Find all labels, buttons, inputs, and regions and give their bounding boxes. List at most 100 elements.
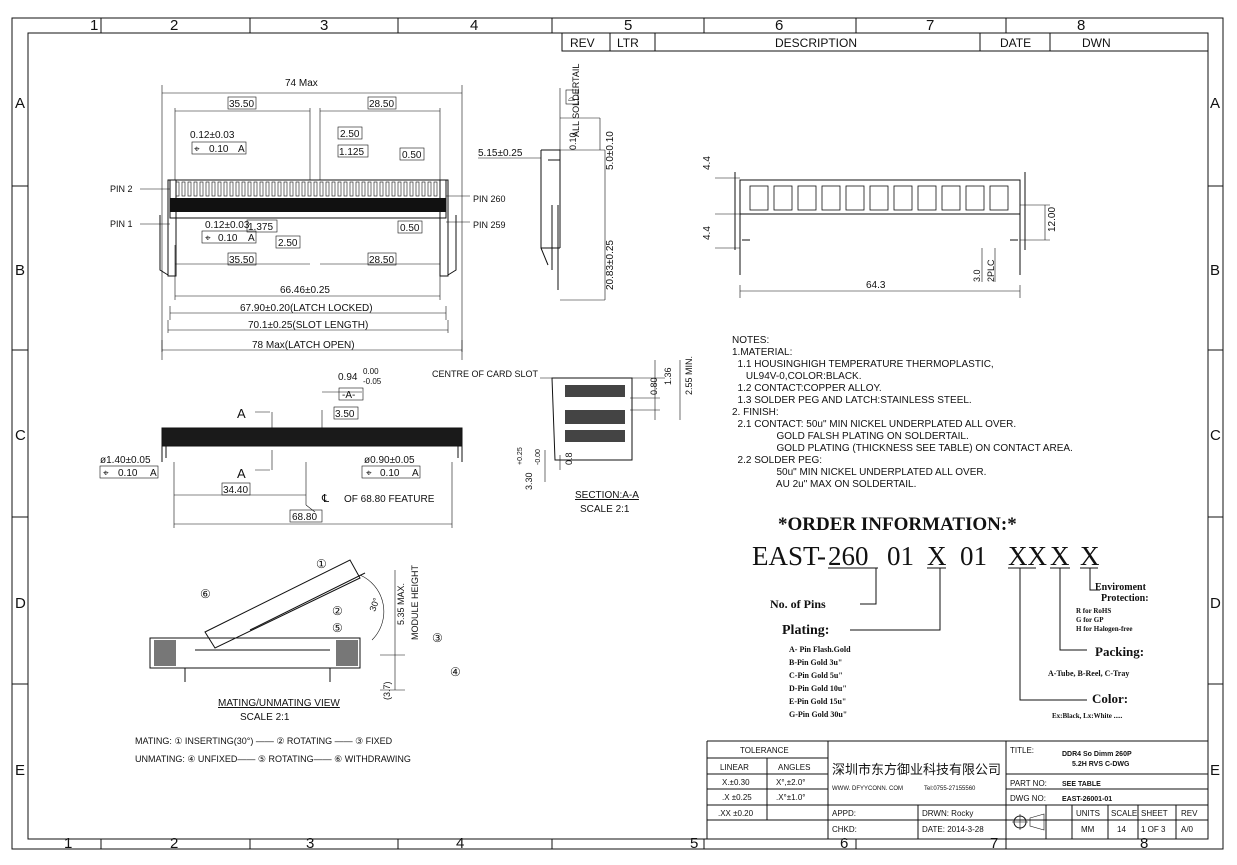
title-block: TOLERANCE LINEAR ANGLES X.±0.30 X°,±2.0°… [706,740,1208,840]
flatness-val: 0.10 [568,132,578,150]
svg-text:℄: ℄ [321,493,329,505]
notes-line: UL94V-0,COLOR:BLACK. [732,371,862,382]
housing-pocket [773,185,793,211]
zone-col-6-bottom: 6 [840,835,848,852]
pin-outline [337,181,342,197]
dim-0-80: 0.80 [649,377,659,395]
section-title: SECTION:A-A [575,490,639,501]
packing-options: A-Tube, B-Reel, C-Tray [1048,669,1129,678]
pin-outline [199,181,204,197]
notes-line: GOLD PLATING (THICKNESS SEE TABLE) ON CO… [732,443,1073,454]
housing-pocket [965,185,985,211]
dim-78-max: 78 Max(LATCH OPEN) [252,340,355,351]
mating-view: ① ⑥ ② ⑤ ③ ④ 30° 5.35 MAX. MODULE HEIGHT … [135,557,461,764]
svg-text:⌓: ⌓ [568,93,575,103]
dim-34-40: 34.40 [223,485,248,496]
dim-4-4-bottom: 4.4 [702,226,713,240]
order-info: *ORDER INFORMATION:* EAST- 260 01 X 01 X… [752,514,1149,720]
angle-30: 30° [367,596,381,613]
housing-pocket [989,185,1009,211]
chkd-label: CHKD: [832,825,857,834]
fcf-datum-top-2: A [248,233,255,244]
notes-line: NOTES: [732,335,769,346]
tol-3-30-up: +0.25 [517,447,524,465]
pn-x2: X [1050,541,1070,571]
notes-line: 50u" MIN NICKEL UNDERPLATED ALL OVER. [732,467,986,478]
dim-67-90: 67.90±0.20(LATCH LOCKED) [240,303,373,314]
env-label-2: Protection: [1101,593,1149,604]
centre-feature-note: OF 68.80 FEATURE [344,494,435,505]
notes-block: NOTES: 1.MATERIAL: 1.1 HOUSINGHIGH TEMPE… [732,335,1073,490]
tol-0-94-down: -0.05 [363,377,382,386]
env-option: H for Halogen-free [1076,625,1133,633]
part-no-label: PART NO: [1010,779,1047,788]
zone-col-5: 5 [624,17,632,34]
pin-outline [283,181,288,197]
zone-col-2: 2 [170,17,178,34]
section-a-upper: A [237,406,246,421]
dim-3-50: 3.50 [335,409,355,420]
fcf-val-top: 0.10 [209,144,229,155]
dwg-no-label: DWG NO: [1010,794,1046,803]
circ-2: ② [332,604,343,618]
zone-col-2-bottom: 2 [170,835,178,852]
env-option: G for GP [1076,616,1104,624]
dim-2-55: 2.55 MIN. [684,356,694,395]
pin-outline [361,181,366,197]
dim-35-50-top: 35.50 [229,99,254,110]
section-scale: SCALE 2:1 [580,504,630,515]
pin-outline [265,181,270,197]
plating-option: C-Pin Gold 5u" [789,671,843,680]
linear-3: .XX ±0.20 [718,809,754,818]
zone-col-6: 6 [775,17,783,34]
dim-68-80: 68.80 [292,512,317,523]
pin-outline [355,181,360,197]
scale-label: SCALE [1111,809,1137,818]
tol-012-top: 0.12±0.03 [190,130,235,141]
notes-line: 1.MATERIAL: [732,347,792,358]
pn-x1: X [927,541,947,571]
housing-pocket [821,185,841,211]
fcf-datum-top: A [238,144,245,155]
dim-5-0: 5.0±0.10 [605,131,616,170]
pin-outline [433,181,438,197]
fcf-datum-front-right: A [412,468,419,479]
pin-outline [205,181,210,197]
unmating-sequence: UNMATING: ④ UNFIXED—— ⑤ ROTATING—— ⑥ WIT… [135,754,411,764]
housing-pocket [917,185,937,211]
datum-a: -A- [342,390,355,401]
dim-2-50-top: 2.50 [340,129,360,140]
zone-row-e-right: E [1210,762,1220,779]
zone-row-d: D [15,595,26,612]
pin-2-label: PIN 2 [110,184,133,194]
mating-scale: SCALE 2:1 [240,712,290,723]
pin-1-label: PIN 1 [110,219,133,229]
pin-outline [427,181,432,197]
dia-0-90: ø0.90±0.05 [364,455,415,466]
pin-outline [235,181,240,197]
dwn-header: DWN [1082,36,1111,50]
plating-option: E-Pin Gold 15u" [789,697,846,706]
zone-col-4-bottom: 4 [456,835,464,852]
dia-1-40: ø1.40±0.05 [100,455,151,466]
color-options: Ex:Black, Lx:White ..... [1052,712,1123,720]
section-a-lower: A [237,466,246,481]
zone-col-5-bottom: 5 [690,835,698,852]
plating-option: B-Pin Gold 3u" [789,658,842,667]
fcf-datum-front-left: A [150,468,157,479]
right-view: 4.4 4.4 64.3 12.00 3.0 2PLC [702,156,1058,298]
notes-line: AU 2u" MAX ON SOLDERTAIL. [732,479,916,490]
notes-line: 1.1 HOUSINGHIGH TEMPERATURE THERMOPLASTI… [732,359,994,370]
linear-label: LINEAR [720,763,749,772]
zone-row-c-right: C [1210,427,1221,444]
zone-col-7-bottom: 7 [990,835,998,852]
pin-outline [319,181,324,197]
dim-28-50-top: 28.50 [369,99,394,110]
pin-outline [241,181,246,197]
company-web: WWW. DFYYCONN. COM [832,786,903,792]
sheet-value: 1 OF 3 [1141,825,1166,834]
angle-1: X°,±2.0° [776,778,805,787]
part-no-value: SEE TABLE [1062,781,1101,788]
zone-col-4: 4 [470,17,478,34]
plating-option: G-Pin Gold 30u" [789,710,847,719]
